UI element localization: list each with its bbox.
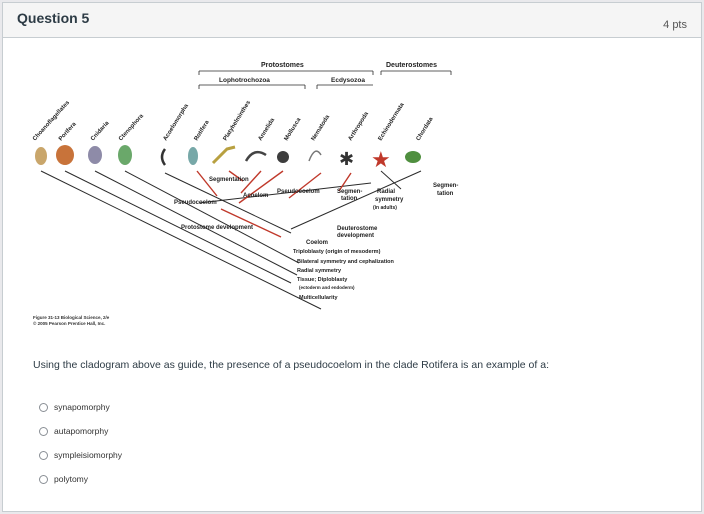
trait-segmentation: Segmentation bbox=[209, 177, 249, 183]
flatworm-picture bbox=[211, 145, 236, 165]
cladogram-figure: Protostomes Deuterostomes Lophotrochozoa… bbox=[21, 53, 491, 333]
taxon-arthropoda: Arthropoda bbox=[348, 111, 371, 142]
trait-tissue-note: (ectoderm and endoderm) bbox=[299, 285, 355, 290]
trait-bilateral: Bilateral symmetry and cephalization bbox=[297, 259, 395, 265]
frog-picture bbox=[405, 151, 421, 163]
sponge-picture bbox=[56, 145, 74, 165]
deuterostomes-label: Deuterostomes bbox=[386, 62, 437, 69]
ecdysozoa-label: Ecdysozoa bbox=[331, 77, 365, 84]
answer-option-synapomorphy[interactable]: synapomorphy bbox=[39, 395, 122, 419]
figure-credit-line1: Figure 31-13 Biological Science, 2/e bbox=[33, 315, 110, 320]
trait-radial-3: (in adults) bbox=[373, 205, 397, 211]
taxon-cnidaria: Cnidaria bbox=[90, 120, 111, 142]
taxon-mollusca: Mollusca bbox=[284, 117, 303, 143]
taxon-porifera: Porifera bbox=[58, 121, 78, 142]
cladogram-svg: Protostomes Deuterostomes Lophotrochozoa… bbox=[32, 62, 458, 310]
trait-deuterostome-development-1: Deuterostome bbox=[337, 226, 378, 232]
figure-credit: Figure 31-13 Biological Science, 2/e © 2… bbox=[33, 315, 109, 327]
ecdysozoa-bracket bbox=[316, 84, 373, 89]
acoel-worm-picture bbox=[160, 148, 167, 166]
snail-picture bbox=[277, 151, 289, 163]
trait-coelom: Coelom bbox=[306, 240, 328, 246]
cladogram-highlight-lines bbox=[196, 170, 352, 238]
trait-radial-2: symmetry bbox=[375, 197, 404, 203]
trait-protostome-development: Protostome development bbox=[181, 225, 253, 231]
taxon-platyhelminthes: Platyhelminthes bbox=[223, 99, 253, 142]
taxon-ctenophora: Ctenophora bbox=[118, 113, 145, 143]
sea-star-picture: ★ bbox=[371, 147, 391, 172]
question-points: 4 pts bbox=[663, 19, 687, 31]
question-header: Question 5 4 pts bbox=[3, 3, 701, 38]
answer-label: polytomy bbox=[54, 474, 89, 484]
protostomes-bracket bbox=[198, 70, 374, 75]
trait-segmentation-chordata-1: Segmen- bbox=[433, 183, 458, 189]
trait-acoelom: Acoelom bbox=[243, 193, 268, 199]
answer-option-sympleisiomorphy[interactable]: sympleisiomorphy bbox=[39, 443, 122, 467]
organism-pictures: ✱ ★ bbox=[35, 145, 421, 172]
taxon-annelida: Annelida bbox=[258, 117, 277, 142]
answer-option-polytomy[interactable]: polytomy bbox=[39, 467, 122, 491]
annelid-picture bbox=[244, 150, 267, 162]
taxon-chordata: Chordata bbox=[416, 116, 435, 142]
rotifer-picture bbox=[188, 147, 198, 165]
jellyfish-picture bbox=[88, 146, 102, 164]
trait-deuterostome-development-2: development bbox=[337, 233, 374, 239]
trait-pseudocoelom-left: Pseudocoelom bbox=[174, 200, 217, 206]
question-prompt: Using the cladogram above as guide, the … bbox=[33, 359, 549, 371]
answer-option-autapomorphy[interactable]: autapomorphy bbox=[39, 419, 122, 443]
trait-segmentation-arthropoda-1: Segmen- bbox=[337, 189, 362, 195]
trait-radial-symmetry: Radial symmetry bbox=[297, 268, 342, 274]
trait-multicellularity: Multicellularity bbox=[299, 295, 338, 301]
taxon-nematoda: Nematoda bbox=[311, 114, 332, 142]
taxon-acoelomorpha: Acoelomorpha bbox=[163, 103, 191, 142]
nematode-picture bbox=[308, 150, 322, 162]
trait-pseudocoelom-right: Pseudocoelom bbox=[277, 189, 320, 195]
radio-button[interactable] bbox=[39, 450, 48, 460]
answer-label: synapomorphy bbox=[54, 402, 110, 412]
question-title: Question 5 bbox=[17, 10, 90, 26]
radio-button[interactable] bbox=[39, 474, 48, 484]
lophotrochozoa-bracket bbox=[198, 84, 306, 89]
choanoflagellate-picture bbox=[35, 147, 47, 165]
answer-label: autapomorphy bbox=[54, 426, 109, 436]
arthropod-picture: ✱ bbox=[339, 149, 354, 169]
taxon-rotifera: Rotifera bbox=[194, 119, 211, 142]
figure-credit-line2: © 2005 Pearson Prentice Hall, Inc. bbox=[33, 321, 106, 326]
trait-tissue: Tissue; Diploblasty bbox=[297, 277, 348, 283]
radio-button[interactable] bbox=[39, 402, 48, 412]
radio-button[interactable] bbox=[39, 426, 48, 436]
trait-segmentation-arthropoda-2: tation bbox=[341, 196, 358, 202]
taxon-echinodermata: Echinodermata bbox=[378, 102, 406, 143]
protostomes-label: Protostomes bbox=[261, 62, 304, 69]
trait-radial-1: Radial bbox=[377, 189, 395, 195]
deuterostomes-bracket bbox=[380, 70, 452, 75]
lophotrochozoa-label: Lophotrochozoa bbox=[219, 77, 270, 84]
answer-list: synapomorphy autapomorphy sympleisiomorp… bbox=[39, 395, 122, 491]
trait-triploblasty: Triploblasty (origin of mesoderm) bbox=[293, 249, 381, 255]
cladogram-lines bbox=[40, 170, 422, 310]
trait-segmentation-chordata-2: tation bbox=[437, 191, 454, 197]
comb-jelly-picture bbox=[118, 145, 132, 165]
answer-label: sympleisiomorphy bbox=[54, 450, 123, 460]
